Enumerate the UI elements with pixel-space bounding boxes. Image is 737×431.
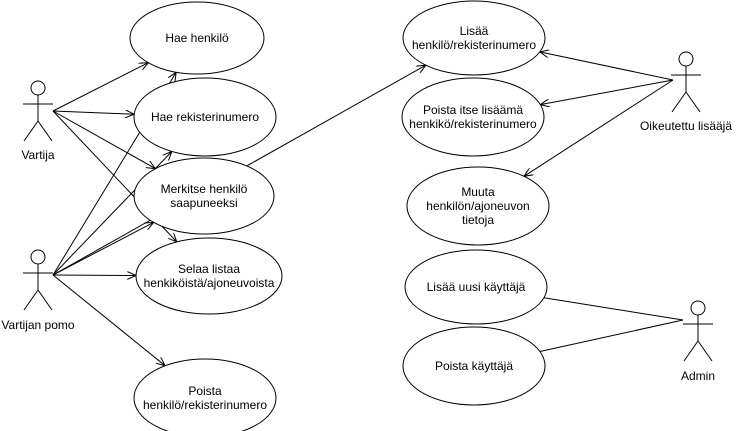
association-vartija-merkitse (52, 110, 155, 169)
actor-head-icon (678, 51, 694, 67)
use-case-label: henkikö/rekisterinumero (409, 117, 537, 131)
use-case-ellipse (135, 237, 283, 315)
actor-left-leg (23, 120, 39, 142)
use-case-label: Poista käyttäjä (435, 359, 513, 373)
actor-right-leg (37, 289, 53, 311)
association-admin-lisaa-kayttaja (543, 297, 684, 321)
actor-left-leg (23, 289, 39, 311)
use-case-label: henkilö/rekisterinumero (143, 398, 267, 412)
use-case-label: henkiköistä/ajoneuvoista (144, 276, 275, 290)
use-case-ellipse (401, 77, 545, 157)
use-case-label: tietoja (462, 213, 494, 227)
association-admin-poista-kayttaja (539, 319, 684, 352)
actor-oikeutettu[interactable]: Oikeutettu lisääjä (640, 51, 732, 133)
association-oikeutettu-lisaa (540, 52, 674, 81)
actor-right-leg (697, 340, 713, 362)
actor-label: Oikeutettu lisääjä (640, 119, 732, 133)
use-case-ellipse (402, 326, 546, 406)
use-case-label: henkilö/rekisterinumero (412, 38, 536, 52)
use-case-lisaa-kayttaja[interactable]: Lisää uusi käyttäjä (404, 249, 548, 325)
actor-head-icon (30, 249, 46, 265)
actor-left-leg (683, 340, 699, 362)
association-vartija-hae-henkilo (52, 63, 148, 112)
use-case-label: Poista itse lisäämä (423, 103, 523, 117)
association-vartija-hae-rekisterinumero (52, 111, 134, 114)
use-case-poista-kayttaja[interactable]: Poista käyttäjä (402, 326, 546, 406)
actor-label: Admin (681, 369, 715, 383)
association-oikeutettu-muuta (524, 79, 674, 176)
association-oikeutettu-poista-itse (540, 79, 674, 105)
actor-admin[interactable]: Admin (681, 300, 715, 383)
actor-label: Vartijan pomo (1, 318, 74, 332)
association-layer (52, 52, 684, 366)
use-case-label: Hae rekisterinumero (151, 110, 259, 124)
use-case-label: Merkitse henkilö (161, 182, 248, 196)
use-case-label: Hae henkilö (165, 31, 229, 45)
use-case-hae-rekisterinumero[interactable]: Hae rekisterinumero (133, 77, 277, 157)
association-pomo-selaa (52, 275, 136, 276)
actor-pomo[interactable]: Vartijan pomo (1, 249, 75, 332)
use-case-ellipse (404, 249, 548, 325)
use-case-label: Lisää (460, 24, 489, 38)
use-case-label: Selaa listaa (178, 262, 240, 276)
association-pomo-merkitse (52, 222, 154, 276)
use-case-ellipse (406, 166, 550, 246)
actor-head-icon (690, 300, 706, 316)
use-case-label: henkilön/ajoneuvon (426, 199, 529, 213)
use-case-label: Muuta (461, 185, 495, 199)
actor-label: Vartija (21, 148, 54, 162)
association-pomo-poista (52, 274, 165, 366)
actor-head-icon (30, 80, 46, 96)
use-case-label: Lisää uusi käyttäjä (427, 280, 526, 294)
use-case-poista-itse[interactable]: Poista itse lisäämähenkikö/rekisterinume… (401, 77, 545, 157)
actor-left-leg (671, 91, 687, 113)
use-case-label: Poista (188, 384, 222, 398)
use-case-ellipse (129, 1, 265, 75)
use-case-hae-henkilo[interactable]: Hae henkilö (129, 1, 265, 75)
actor-vartija[interactable]: Vartija (21, 80, 55, 162)
use-case-ellipse (133, 157, 275, 235)
actor-right-leg (37, 120, 53, 142)
use-case-ellipse (402, 0, 546, 76)
use-case-ellipse (133, 358, 277, 431)
actor-right-leg (685, 91, 701, 113)
use-case-ellipse (133, 77, 277, 157)
use-case-label: saapuneeksi (170, 196, 237, 210)
